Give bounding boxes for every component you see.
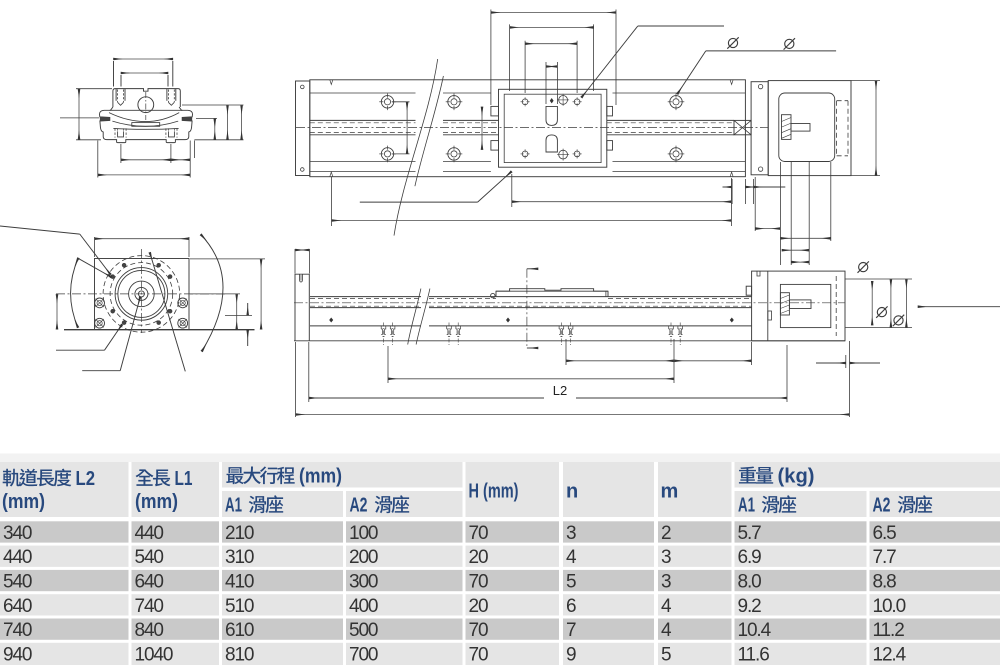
svg-text:8.8: 8.8 [873, 572, 897, 593]
svg-text:9.2: 9.2 [738, 596, 762, 617]
svg-text:11.6: 11.6 [738, 644, 770, 665]
svg-text:(kg): (kg) [778, 466, 815, 488]
svg-text:10.0: 10.0 [873, 596, 906, 617]
svg-text:3: 3 [661, 547, 671, 568]
svg-text:810: 810 [225, 644, 254, 665]
svg-text:A1: A1 [225, 495, 242, 517]
svg-text:640: 640 [3, 596, 32, 617]
svg-text:(mm): (mm) [135, 491, 178, 513]
svg-text:510: 510 [225, 596, 254, 617]
svg-text:6: 6 [566, 596, 576, 617]
svg-text:3: 3 [661, 572, 671, 593]
svg-text:540: 540 [3, 572, 32, 593]
svg-text:6.9: 6.9 [738, 547, 762, 568]
svg-text:A1: A1 [738, 495, 755, 517]
svg-text:5: 5 [566, 572, 576, 593]
svg-text:4: 4 [566, 547, 577, 568]
svg-text:L2: L2 [76, 468, 96, 490]
svg-text:10.4: 10.4 [738, 620, 772, 641]
svg-text:940: 940 [3, 644, 32, 665]
svg-text:A2: A2 [873, 495, 891, 517]
svg-text:740: 740 [3, 620, 32, 641]
svg-text:210: 210 [225, 523, 254, 544]
svg-text:4: 4 [661, 620, 672, 641]
svg-text:9: 9 [566, 644, 576, 665]
svg-text:70: 70 [469, 620, 488, 641]
svg-text:5.7: 5.7 [738, 523, 762, 544]
svg-text:540: 540 [135, 547, 164, 568]
svg-text:70: 70 [469, 523, 488, 544]
svg-text:L2: L2 [553, 383, 567, 398]
svg-text:m: m [661, 480, 678, 502]
svg-text:6.5: 6.5 [873, 523, 897, 544]
svg-text:(mm): (mm) [2, 491, 45, 513]
svg-text:20: 20 [469, 547, 488, 568]
svg-text:4: 4 [661, 596, 672, 617]
svg-text:A2: A2 [350, 495, 368, 517]
svg-text:440: 440 [3, 547, 32, 568]
svg-text:3: 3 [566, 523, 576, 544]
svg-text:7.7: 7.7 [873, 547, 897, 568]
svg-text:640: 640 [135, 572, 164, 593]
svg-text:(mm): (mm) [299, 466, 342, 488]
svg-text:20: 20 [469, 596, 488, 617]
svg-text:310: 310 [225, 547, 254, 568]
svg-text:12.4: 12.4 [873, 644, 907, 665]
svg-text:500: 500 [349, 620, 378, 641]
svg-text:7: 7 [566, 620, 576, 641]
svg-text:440: 440 [135, 523, 164, 544]
svg-text:740: 740 [135, 596, 164, 617]
svg-text:410: 410 [225, 572, 254, 593]
svg-text:2: 2 [661, 523, 671, 544]
svg-text:200: 200 [349, 547, 378, 568]
svg-text:70: 70 [469, 644, 488, 665]
svg-text:840: 840 [135, 620, 164, 641]
svg-text:70: 70 [469, 572, 488, 593]
svg-text:H (mm): H (mm) [469, 480, 519, 502]
svg-text:400: 400 [349, 596, 378, 617]
svg-text:100: 100 [349, 523, 378, 544]
svg-text:300: 300 [349, 572, 378, 593]
svg-text:340: 340 [3, 523, 32, 544]
svg-text:1040: 1040 [135, 644, 173, 665]
svg-text:L1: L1 [175, 468, 193, 490]
svg-text:n: n [566, 480, 577, 502]
svg-text:11.2: 11.2 [873, 620, 905, 641]
svg-text:700: 700 [349, 644, 378, 665]
svg-text:610: 610 [225, 620, 254, 641]
svg-text:5: 5 [661, 644, 671, 665]
svg-text:8.0: 8.0 [738, 572, 762, 593]
